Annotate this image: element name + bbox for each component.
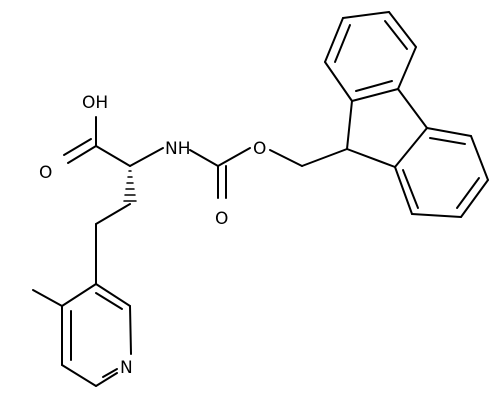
- bond-c9-upper: [346, 100, 353, 150]
- hashed-wedge-bond: [123, 170, 137, 202]
- bond-ch2-c9: [301, 148, 348, 167]
- bond-biaryl: [397, 88, 428, 129]
- bond-beta-gamma: [95, 203, 131, 225]
- bond-carbonyl-ester-o: [217, 147, 251, 167]
- bond-alpha-nh: [129, 147, 164, 167]
- pyridine-ring: [61, 283, 132, 387]
- bond-c9-lower: [346, 148, 396, 168]
- bond-ester-o-ch2: [269, 149, 303, 167]
- bond-cooh-c-o-b: [63, 138, 92, 156]
- carbamate-carbonyl-oxygen-label: O: [215, 209, 228, 229]
- pyridine-nitrogen-label: N: [120, 358, 133, 378]
- bond-cooh-c-o-a: [67, 145, 97, 164]
- ester-oxygen-label: O: [253, 139, 266, 159]
- hydroxyl-label: OH: [82, 93, 108, 113]
- fluorene-upper-ring: [324, 11, 417, 102]
- bond-methyl: [32, 289, 63, 307]
- acid-carbonyl-oxygen-label: O: [39, 163, 52, 183]
- bond-nh-carbonyl: [189, 149, 219, 167]
- bond-cooh-c-alpha: [95, 145, 131, 167]
- fluorene-lower-ring: [394, 127, 489, 218]
- amide-nh-label: NH: [165, 139, 191, 159]
